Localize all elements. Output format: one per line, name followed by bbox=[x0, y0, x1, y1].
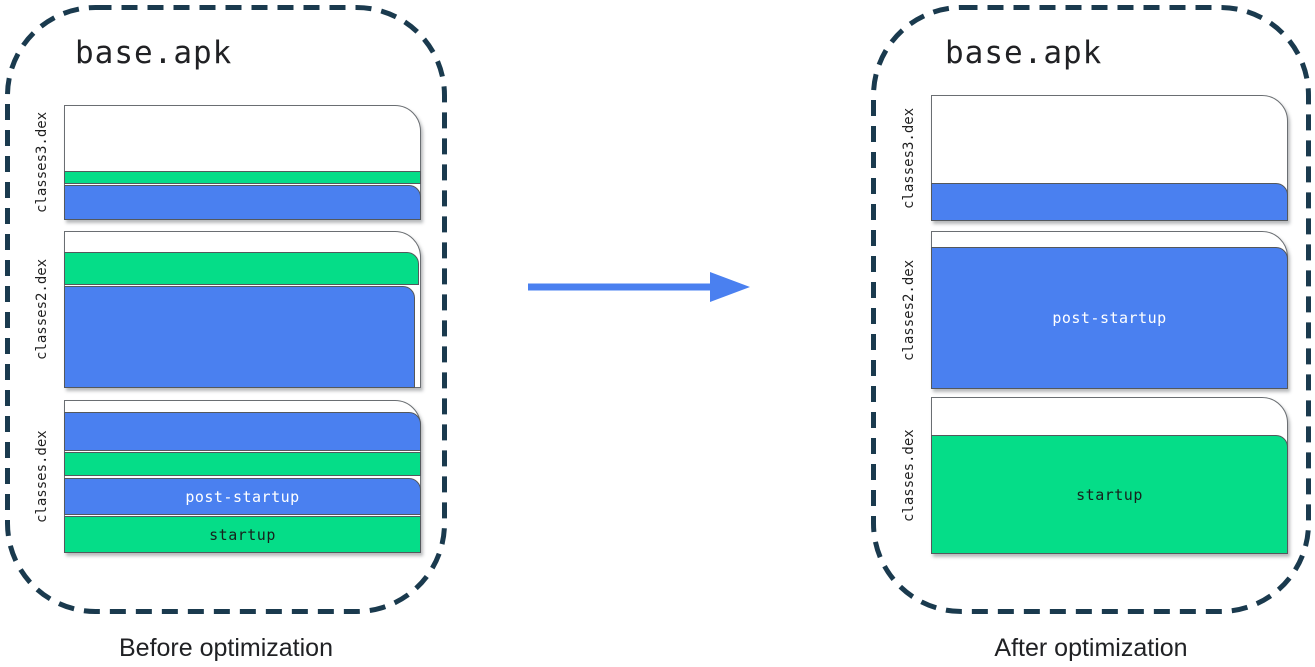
apk-title-before: base.apk bbox=[75, 35, 233, 71]
band-label-post-startup: post-startup bbox=[1052, 309, 1167, 327]
apk-title-after: base.apk bbox=[945, 35, 1103, 71]
dex-page-label-classes3: classes3.dex bbox=[901, 107, 917, 209]
band-startup: startup bbox=[931, 435, 1288, 554]
apk-container-outline-after bbox=[871, 5, 1311, 614]
apk-container-outline-before bbox=[5, 5, 447, 614]
caption-after: After optimization bbox=[994, 634, 1188, 662]
band-blue-segment bbox=[64, 412, 421, 451]
band-green-segment bbox=[64, 252, 419, 285]
band-blue-segment bbox=[64, 286, 415, 388]
dex-page-label-classes: classes.dex bbox=[901, 429, 917, 522]
caption-before: Before optimization bbox=[118, 634, 333, 662]
band-blue-segment bbox=[931, 183, 1288, 221]
band-label-startup: startup bbox=[209, 525, 276, 544]
dex-page-label-classes3: classes3.dex bbox=[34, 111, 50, 214]
band-label-post-startup: post-startup bbox=[185, 487, 300, 506]
band-startup: startup bbox=[64, 516, 421, 553]
band-green-segment bbox=[64, 452, 421, 476]
band-green-segment bbox=[64, 171, 421, 184]
dex-page-label-classes2: classes2.dex bbox=[34, 258, 50, 361]
band-label-startup: startup bbox=[1076, 485, 1143, 504]
band-blue-segment bbox=[64, 185, 421, 220]
band-post-startup: post-startup bbox=[931, 247, 1288, 389]
dex-page-label-classes: classes.dex bbox=[34, 430, 50, 523]
optimization-arrow-icon bbox=[528, 272, 750, 302]
dex-page-label-classes2: classes2.dex bbox=[901, 259, 917, 361]
band-post-startup: post-startup bbox=[64, 478, 421, 515]
